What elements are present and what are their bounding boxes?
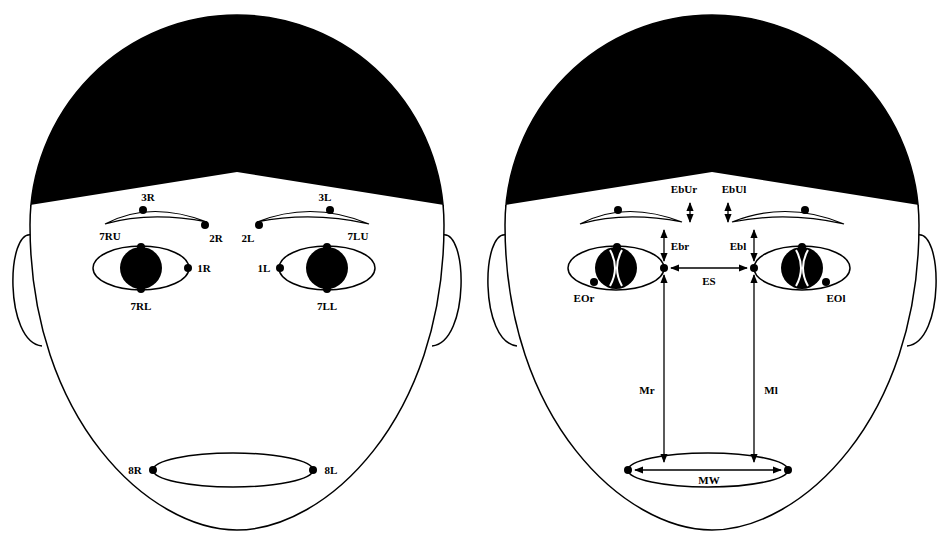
callout-label: 1R [196, 262, 211, 274]
callout-label: 7RL [130, 300, 153, 312]
callout-label: EbUr [670, 183, 698, 195]
callout-label: 8L [324, 464, 339, 476]
callout-label: 7RU [98, 230, 121, 242]
callout-label: 7LL [316, 300, 338, 312]
callout-label: 1L [257, 262, 272, 274]
measure-arrows [635, 203, 781, 470]
pupil-highlights [610, 250, 808, 286]
callout-label: EOr [573, 292, 596, 304]
callout-label: EOl [826, 292, 847, 304]
callout-label: 2L [241, 232, 256, 244]
landmark-dots [137, 206, 830, 474]
callout-label: MW [697, 474, 720, 486]
callout-label: EbUl [721, 183, 747, 195]
callout-label: 3L [318, 191, 333, 203]
callout-label: ES [701, 275, 716, 287]
callout-label: 2R [208, 232, 223, 244]
callout-label: 3R [140, 191, 155, 203]
callout-label: Ebr [670, 240, 690, 252]
callout-label: Ebl [729, 240, 748, 252]
callout-label: Mr [638, 384, 655, 396]
callout-label: 7LU [347, 230, 370, 242]
callout-label: 8R [127, 464, 142, 476]
left-face [13, 15, 461, 530]
callout-label: Ml [763, 384, 778, 396]
right-face [488, 15, 936, 530]
